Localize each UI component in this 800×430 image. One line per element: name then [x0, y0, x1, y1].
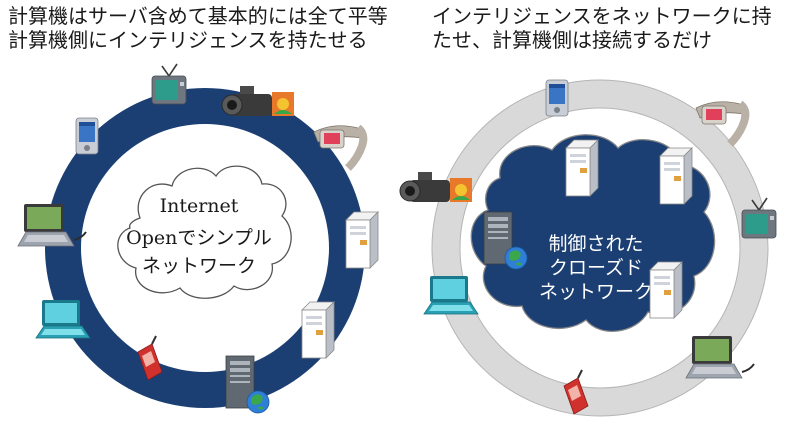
right-caption-line-2: たせ、計算機側は接続するだけ — [432, 28, 712, 52]
left-cloud-line-2: Openでシンプル — [126, 227, 272, 249]
cloud-server-icon — [565, 139, 599, 197]
left-cloud-line-3: ネットワーク — [142, 255, 256, 277]
right-caption-line-1: インテリジェンスをネットワークに持 — [432, 4, 772, 28]
server-rack-icon — [301, 301, 335, 359]
left-caption: 計算機はサーバ含めて基本的には全て平等 計算機側にインテリジェンスを持たせる — [8, 4, 388, 52]
television-icon — [151, 63, 187, 105]
right-cloud-line-3: ネットワーク — [539, 281, 653, 303]
left-caption-line-1: 計算機はサーバ含めて基本的には全て平等 — [8, 4, 388, 28]
right-cloud-line-2: クローズド — [549, 257, 643, 279]
cloud-server-icon-2 — [659, 147, 693, 205]
left-cloud: Internet Openでシンプル ネットワーク — [117, 165, 292, 299]
laptop-icon-right — [685, 335, 755, 379]
left-caption-line-2: 計算機側にインテリジェンスを持たせる — [8, 28, 368, 52]
right-caption: インテリジェンスをネットワークに持 たせ、計算機側は接続するだけ — [432, 4, 772, 52]
cloud-server-icon-3 — [649, 261, 683, 319]
right-cloud-line-1: 制御された — [548, 233, 643, 255]
server-icon — [345, 211, 379, 269]
pda-icon — [75, 117, 99, 155]
left-cloud-line-1: Internet — [160, 195, 239, 217]
pda-icon-right — [545, 79, 569, 117]
